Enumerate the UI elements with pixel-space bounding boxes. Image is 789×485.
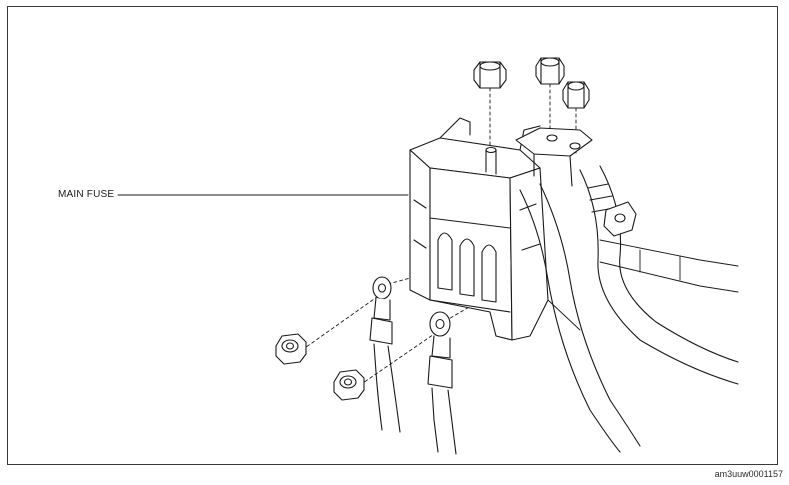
lower-nut-right bbox=[333, 369, 365, 401]
cable-clamp bbox=[603, 201, 637, 237]
battery-cable-left bbox=[519, 183, 641, 453]
battery-cable-right bbox=[579, 165, 739, 385]
upper-nut-left bbox=[473, 61, 507, 89]
ring-terminal-cable-left bbox=[369, 276, 401, 433]
main-fuse-label: MAIN FUSE bbox=[58, 189, 115, 200]
upper-nut-middle bbox=[535, 57, 565, 85]
lower-nut-left bbox=[275, 333, 307, 365]
image-id: am3uuw0001157 bbox=[714, 469, 783, 479]
upper-bracket bbox=[515, 127, 593, 187]
main-fuse-block bbox=[409, 117, 549, 341]
ring-terminal-cable-right bbox=[427, 311, 457, 455]
diagram-frame bbox=[7, 6, 778, 465]
body-panel-lines bbox=[547, 239, 739, 331]
upper-nut-right bbox=[562, 81, 590, 109]
